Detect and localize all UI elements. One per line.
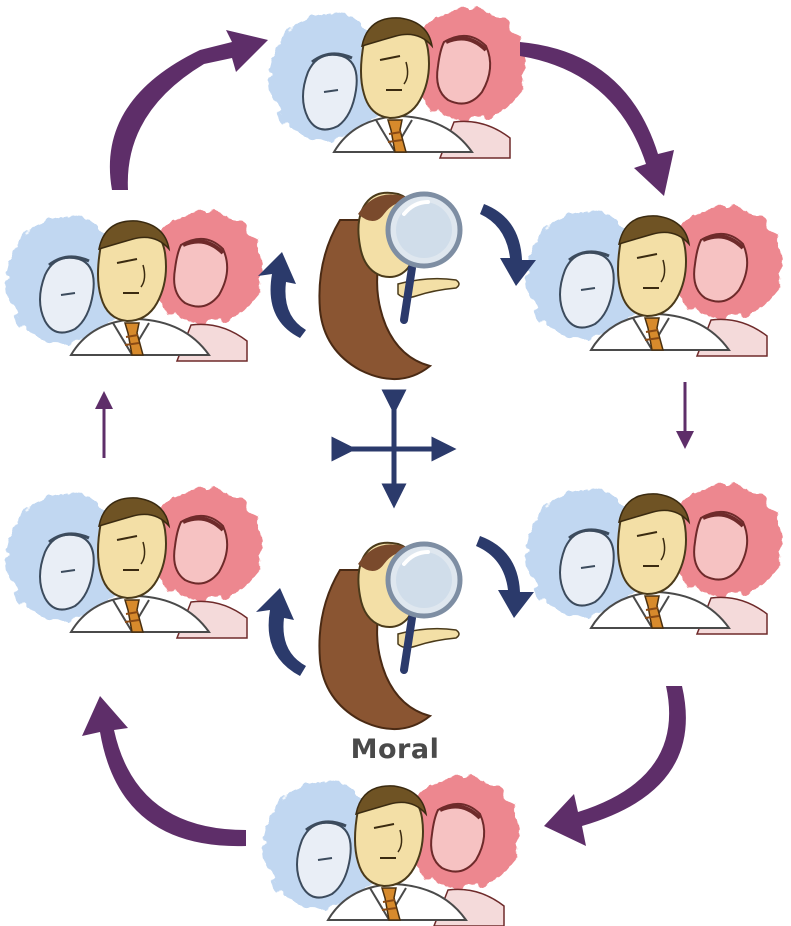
cycle-arrow-top-left [110,30,268,190]
cycle-arrow-bottom-right [544,686,686,846]
trio-lower-right [525,484,783,634]
trio-upper-right [525,206,783,356]
cycle-arrow-bottom-left [82,696,246,846]
trio-bottom [262,776,520,926]
detective-magnifier-icon [319,193,460,379]
detective-arrow-lower-left [256,588,306,676]
trio-top [268,8,526,158]
trio-lower-left [5,488,263,638]
detective-magnifier-icon [319,543,460,729]
cycle-arrow-top-right [520,42,674,196]
moral-label: Moral [320,734,470,765]
detective-arrow-upper-left [258,252,306,338]
four-way-arrows-icon [344,402,444,496]
trio-upper-left [5,211,263,361]
